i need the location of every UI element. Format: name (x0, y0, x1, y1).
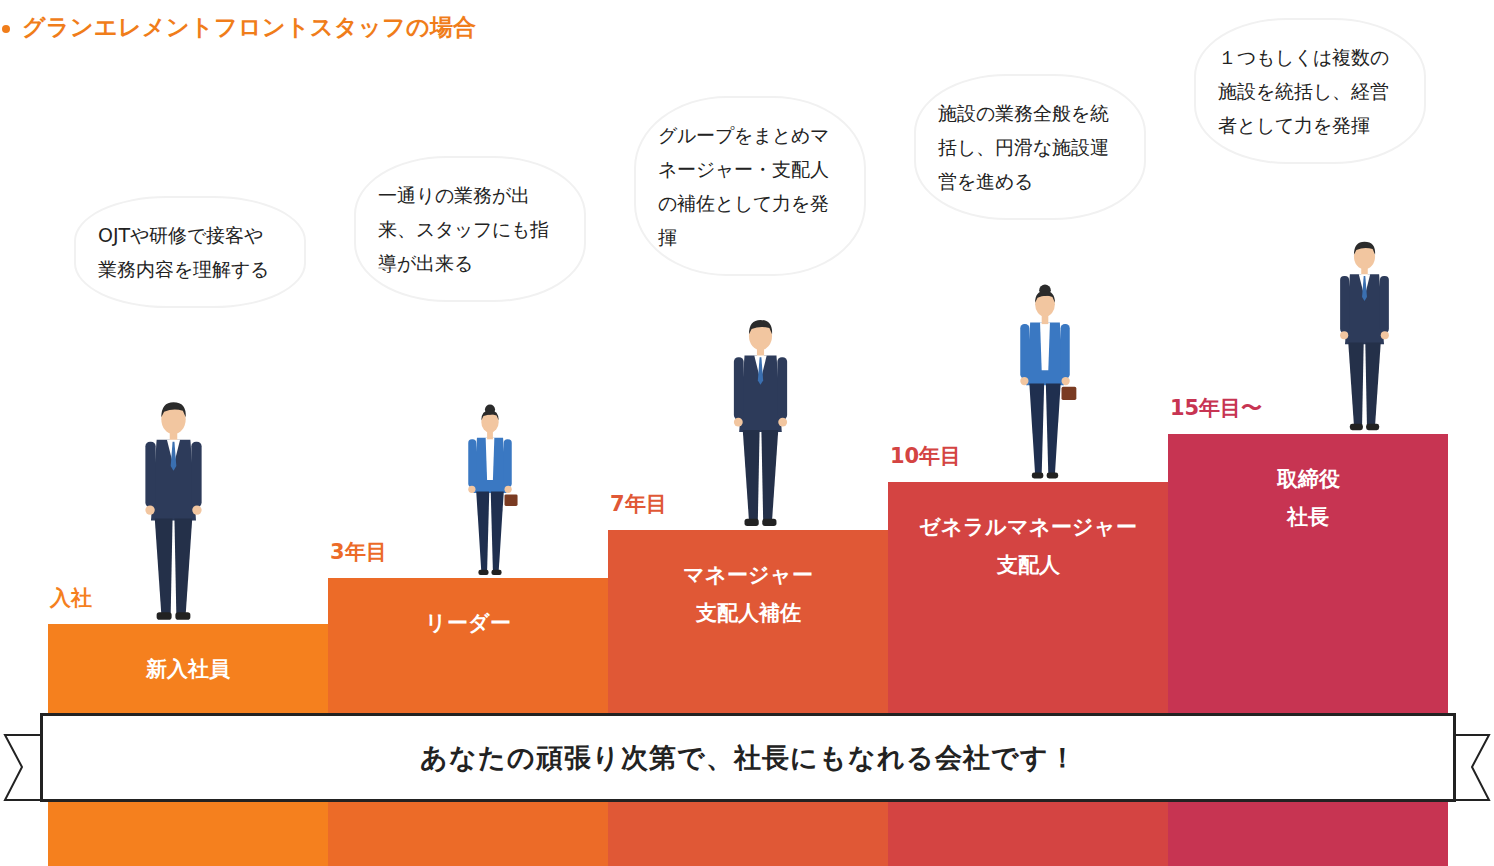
year-label: 10年目 (888, 438, 1168, 474)
person-figure (468, 405, 517, 575)
career-step: 7年目マネージャー 支配人補佐 (608, 486, 888, 866)
career-step: 3年目リーダー (328, 534, 608, 866)
speech-bubble: OJTや研修で接客や業務内容を理解する (74, 196, 306, 308)
bubble-text: 施設の業務全般を統括し、円滑な施設運営を進める (938, 96, 1122, 198)
year-label: 15年目〜 (1168, 390, 1448, 426)
person-figure (1020, 285, 1076, 479)
role-bar: マネージャー 支配人補佐 (608, 530, 888, 866)
year-label: 入社 (48, 580, 328, 616)
role-text: リーダー (338, 578, 598, 642)
banner-text: あなたの頑張り次第で、社長にもなれる会社です！ (420, 740, 1077, 776)
role-text: 新入社員 (58, 624, 318, 688)
role-text: マネージャー 支配人補佐 (673, 530, 823, 632)
speech-bubble: 一通りの業務が出来、スタッフにも指導が出来る (354, 156, 586, 302)
title-bullet (2, 25, 10, 33)
role-text: 取締役 社長 (1268, 434, 1348, 536)
speech-bubble: １つもしくは複数の施設を統括し、経営者として力を発揮 (1194, 18, 1426, 164)
person-figure (145, 402, 201, 620)
slogan-banner: あなたの頑張り次第で、社長にもなれる会社です！ (40, 713, 1456, 802)
speech-bubble: グループをまとめマネージャー・支配人の補佐として力を発揮 (634, 96, 866, 276)
bubble-text: １つもしくは複数の施設を統括し、経営者として力を発揮 (1218, 40, 1402, 142)
person-figure (1340, 242, 1389, 431)
bubble-text: 一通りの業務が出来、スタッフにも指導が出来る (378, 178, 562, 280)
year-label: 3年目 (328, 534, 608, 570)
year-label: 7年目 (608, 486, 888, 522)
role-bar: ゼネラルマネージャー 支配人 (888, 482, 1168, 866)
role-text: ゼネラルマネージャー 支配人 (912, 482, 1144, 584)
speech-bubble: 施設の業務全般を統括し、円滑な施設運営を進める (914, 74, 1146, 220)
bubble-text: グループをまとめマネージャー・支配人の補佐として力を発揮 (658, 118, 842, 254)
person-figure (734, 320, 787, 526)
diagram-title: グランエレメントフロントスタッフの場合 (22, 12, 476, 43)
bubble-text: OJTや研修で接客や業務内容を理解する (98, 218, 282, 286)
